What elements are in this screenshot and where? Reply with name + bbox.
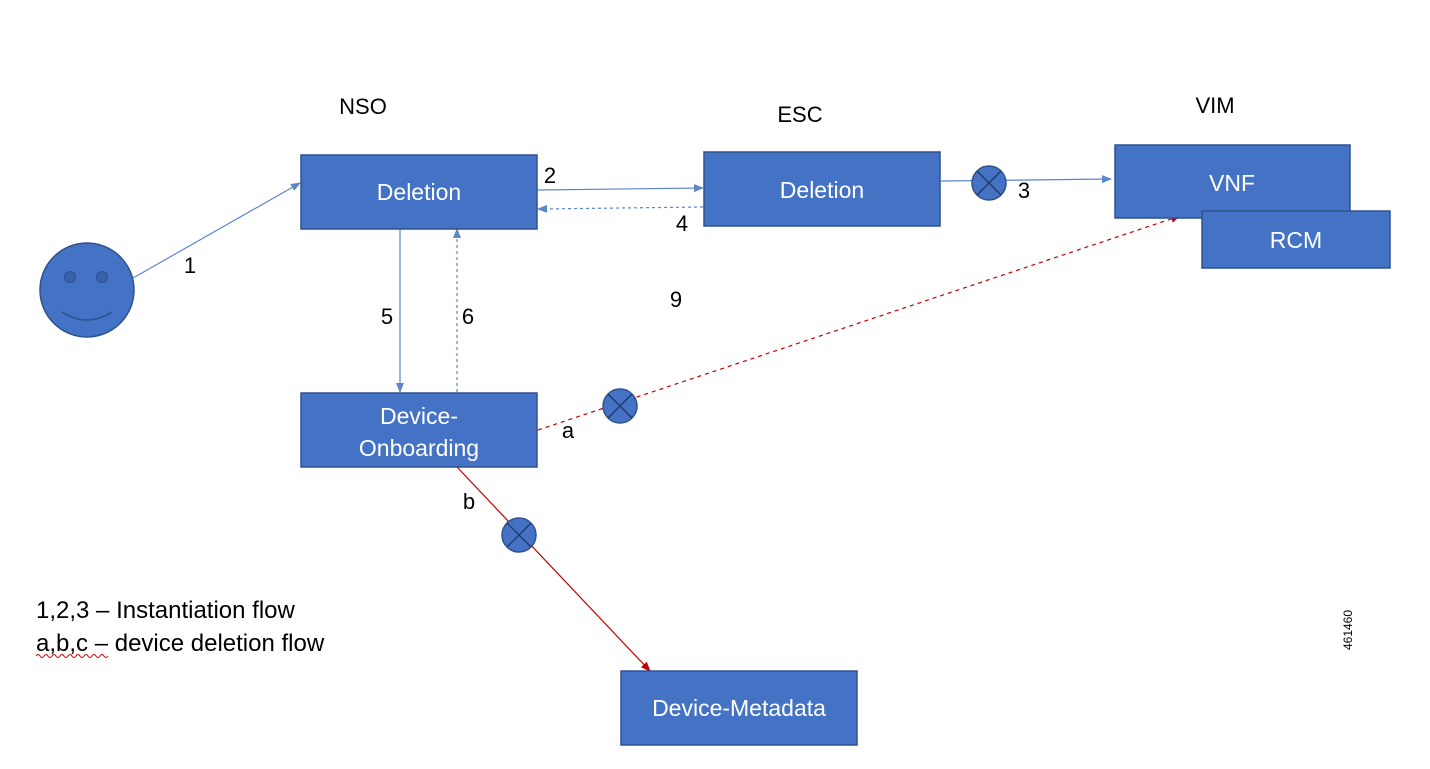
x-circle-icon xyxy=(971,165,1007,201)
arrow-2-nso-to-esc xyxy=(537,184,704,193)
esc-deletion-box: Deletion xyxy=(703,151,941,227)
edge-label-2: 2 xyxy=(544,163,556,188)
edge-label-3: 3 xyxy=(1018,178,1030,203)
figure-id: 461460 xyxy=(1341,610,1355,650)
edge-label-6: 6 xyxy=(462,304,474,329)
smiley-mouth xyxy=(61,311,113,321)
arrow-a-device-onboarding-to-vnf xyxy=(537,215,1181,431)
x-circle-icon xyxy=(501,517,537,553)
device-onboarding-label-line1: Device- xyxy=(380,403,458,429)
rcm-box: RCM xyxy=(1201,210,1391,269)
smiley-left-eye xyxy=(64,271,76,283)
nso-deletion-box: Deletion xyxy=(300,154,538,230)
device-metadata-label: Device-Metadata xyxy=(652,695,826,721)
edge-label-5: 5 xyxy=(381,304,393,329)
user-actor xyxy=(39,242,135,338)
device-onboarding-box: Device- Onboarding xyxy=(300,392,538,468)
vnf-box: VNF xyxy=(1114,144,1351,219)
vnf-label: VNF xyxy=(1209,170,1255,196)
legend-device-deletion-flow: a,b,c – device deletion flow xyxy=(36,630,325,657)
arrow-3-esc-to-vnf xyxy=(940,175,1112,184)
esc-deletion-label: Deletion xyxy=(780,177,864,203)
x-circle-icon xyxy=(602,388,638,424)
arrow-4-esc-to-nso xyxy=(537,204,704,213)
arrow-b-device-onboarding-to-metadata xyxy=(456,466,651,672)
edge-label-1: 1 xyxy=(184,253,196,278)
rcm-label: RCM xyxy=(1270,227,1322,253)
smiley-right-eye xyxy=(96,271,108,283)
nso-deletion-label: Deletion xyxy=(377,179,461,205)
spellcheck-underline xyxy=(35,654,109,658)
edge-label-9: 9 xyxy=(670,287,682,312)
esc-header: ESC xyxy=(777,102,822,127)
smiley-face-icon xyxy=(39,242,135,338)
legend-instantiation-flow: 1,2,3 – Instantiation flow xyxy=(36,597,296,624)
device-onboarding-label-line2: Onboarding xyxy=(359,435,479,461)
vim-header: VIM xyxy=(1195,93,1234,118)
edge-label-b: b xyxy=(463,489,475,514)
edge-label-4: 4 xyxy=(676,211,688,236)
nso-header: NSO xyxy=(339,94,387,119)
device-metadata-box: Device-Metadata xyxy=(620,670,858,746)
edge-label-a: a xyxy=(562,418,575,443)
arrow-1-user-to-nso xyxy=(132,182,301,279)
